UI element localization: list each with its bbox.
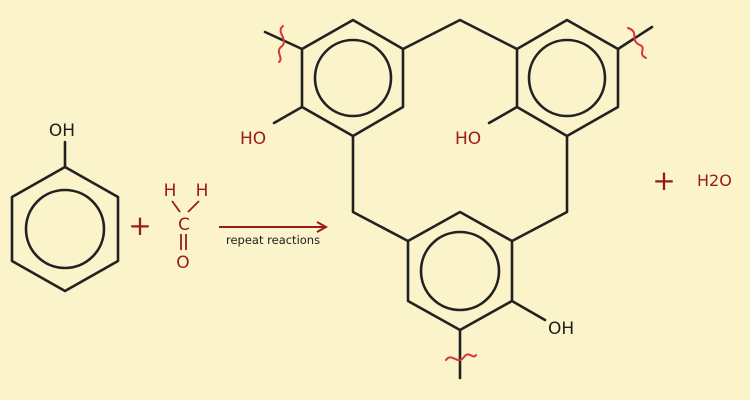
reaction-arrow: repeat reactions bbox=[219, 221, 329, 247]
ring-c-hexagon bbox=[406, 210, 514, 332]
product-molecule: HO HO OH bbox=[240, 18, 654, 380]
arrow-label: repeat reactions bbox=[226, 233, 320, 247]
phenol-ring-hexagon bbox=[10, 165, 120, 293]
ring-a-oh-bond bbox=[272, 105, 304, 125]
water-label: H2O bbox=[697, 171, 732, 190]
product-oh-left: HO bbox=[240, 129, 266, 149]
plus-sign-2: + bbox=[652, 164, 675, 197]
formaldehyde-o: O bbox=[176, 253, 189, 273]
phenol-oh-label: OH bbox=[49, 121, 75, 141]
product-oh-right: HO bbox=[455, 129, 481, 149]
ring-c-circle bbox=[419, 230, 501, 312]
phenol-molecule: OH bbox=[10, 121, 120, 293]
product-oh-bottom: OH bbox=[548, 319, 574, 339]
formaldehyde-h2: H bbox=[196, 181, 209, 201]
wavy-break-bottom bbox=[445, 353, 477, 362]
ring-b-oh-bond bbox=[487, 105, 519, 125]
wavy-break-right bbox=[627, 27, 647, 59]
arrow-head bbox=[316, 221, 329, 233]
bridge-a-c bbox=[351, 134, 410, 243]
wavy-break-left bbox=[277, 25, 285, 63]
formaldehyde-ch-bond-2 bbox=[187, 200, 200, 213]
ring-b-circle bbox=[527, 38, 607, 118]
formaldehyde-h1: H bbox=[164, 181, 177, 201]
bridge-a-b bbox=[401, 18, 519, 51]
formaldehyde-molecule: H H C O bbox=[164, 181, 209, 273]
plus-sign-1: + bbox=[128, 209, 151, 242]
bridge-b-c bbox=[510, 134, 569, 243]
formaldehyde-ch-bond-1 bbox=[171, 200, 181, 213]
ring-a-hexagon bbox=[300, 18, 405, 138]
formaldehyde-c: C bbox=[178, 215, 190, 235]
phenol-aromatic-circle bbox=[24, 188, 106, 270]
ring-b-hexagon bbox=[515, 18, 620, 138]
ring-a-circle bbox=[313, 38, 393, 118]
ring-c-oh-bond bbox=[510, 299, 547, 322]
